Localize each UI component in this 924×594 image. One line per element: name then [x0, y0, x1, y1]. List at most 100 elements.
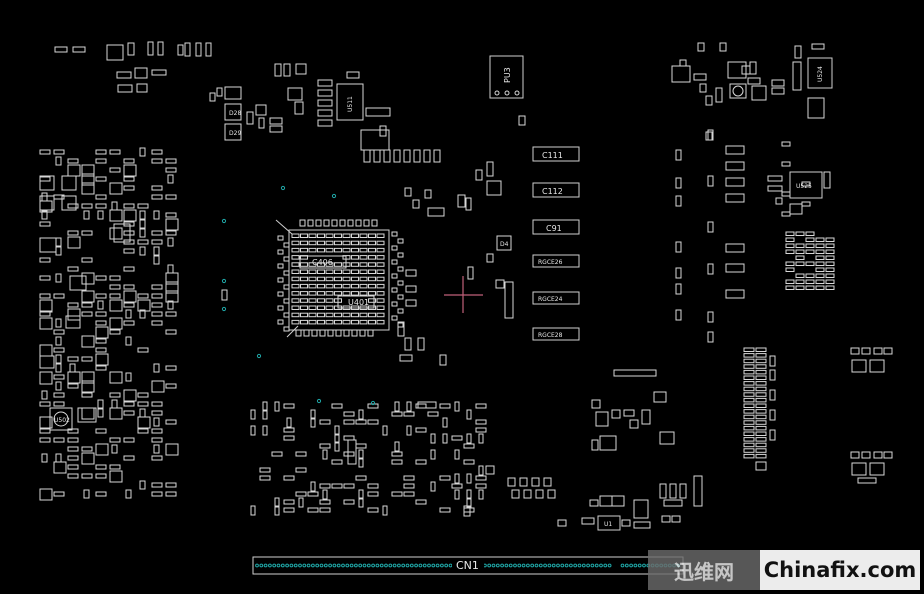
capacitor-pad: [286, 417, 292, 428]
resistor-pad: [815, 243, 825, 248]
resistor-pad: [769, 369, 776, 381]
bga-ball: [325, 312, 334, 318]
resistor-pad: [67, 428, 79, 434]
resistor-pad: [123, 320, 135, 326]
cn1-pin: [556, 563, 560, 568]
capacitor-pad: [334, 425, 340, 436]
array-pad: [743, 453, 755, 459]
resistor-pad: [151, 320, 163, 326]
resistor-pad: [707, 331, 714, 343]
capacitor-pad: [358, 449, 364, 460]
resistor-pad: [319, 483, 331, 489]
cn1-pin: [379, 563, 384, 568]
cn1-pin: [319, 563, 324, 568]
cn1-pin: [427, 563, 431, 568]
capacitor-pad: [334, 441, 340, 452]
resistor-pad: [53, 401, 65, 407]
resistor-pad: [355, 475, 367, 481]
array-pad: [755, 420, 767, 425]
cn1-pin: [607, 563, 612, 568]
cn1-pin-row: [255, 563, 681, 568]
bga-side-pad: [283, 270, 290, 276]
cn1-pin: [560, 563, 565, 568]
capacitor-pad: [382, 425, 388, 436]
resistor-pad: [475, 427, 487, 433]
resistor-pad: [391, 459, 403, 465]
ic-u1-region: U1: [463, 369, 703, 531]
capacitor-pad: [725, 263, 745, 273]
bga-ball: [291, 291, 300, 296]
watermark-site-text: Chinafix.com: [760, 550, 920, 590]
resistor-pad: [95, 320, 107, 326]
array-pad: [755, 386, 767, 392]
capacitor-pad: [466, 497, 472, 508]
bga-ball: [351, 283, 359, 289]
cn1-pin: [508, 563, 513, 568]
resistor-pad: [801, 201, 811, 207]
capacitor-pad: [111, 201, 118, 211]
bga-ball: [291, 283, 300, 289]
resistor-pad: [95, 365, 107, 371]
bga-top-pad: [323, 219, 330, 227]
capacitor-pad: [358, 489, 364, 500]
cn1-pin: [401, 563, 406, 568]
capacitor-pad: [454, 473, 460, 484]
capacitor-pad: [394, 441, 400, 452]
ic-pad: [39, 416, 53, 429]
cn1-pin: [375, 563, 380, 568]
ic-pad: [95, 443, 109, 456]
capacitor-pad: [250, 505, 256, 516]
resistor-pad: [415, 427, 427, 433]
capacitor-pad: [139, 480, 146, 490]
resistor-pad: [825, 267, 835, 272]
bga-ball: [300, 305, 308, 310]
resistor-pad: [675, 177, 682, 189]
ic-pad: [109, 299, 123, 312]
resistor-pad: [795, 279, 805, 284]
bga-side-pad: [397, 266, 404, 272]
bga-ball: [342, 269, 351, 274]
bga-ball: [317, 276, 325, 282]
bga-large-pad: [337, 295, 375, 309]
cn1-pin: [504, 563, 509, 568]
bga-ball: [300, 262, 308, 267]
bga-ball: [300, 247, 308, 253]
resistor-pad: [123, 437, 135, 443]
resistor-pad: [403, 491, 415, 497]
resistor-pad: [109, 392, 121, 398]
resistor-pad: [151, 185, 163, 191]
ic-pad: [109, 227, 123, 240]
bga-ball: [359, 269, 368, 274]
resistor-pad: [151, 158, 163, 164]
cn1-pin: [444, 563, 449, 568]
resistor-pad: [67, 455, 79, 461]
resistor-pad: [391, 451, 403, 457]
bga-ball: [376, 255, 385, 260]
resistor-pad: [165, 419, 177, 425]
ic-pad: [67, 164, 81, 177]
ic-pad: [151, 380, 165, 393]
resistor-pad: [259, 467, 271, 473]
bga-top-pad: [347, 219, 354, 227]
ic-pad: [81, 452, 95, 465]
capacitor-column: C111 C112 C91 RGCE26 RGCE24 RGCE28: [532, 146, 580, 341]
bga-ball: [359, 276, 368, 282]
resistor-pad: [81, 392, 93, 398]
bga-side-pad: [391, 245, 398, 251]
cn1-pin: [263, 563, 268, 568]
resistor-pad: [675, 149, 682, 161]
bga-bottom-pad: [343, 329, 350, 337]
bga-ball: [325, 269, 334, 274]
array-pad: [755, 409, 767, 414]
capacitor-pad: [55, 318, 62, 328]
cn1-pin: [487, 563, 492, 568]
array-pad: [743, 414, 755, 420]
resistor-pad: [825, 285, 835, 290]
resistor-pad: [319, 507, 331, 513]
bga-ball: [368, 312, 376, 318]
bga-ball: [308, 247, 317, 253]
resistor-pad: [123, 185, 135, 191]
resistor-pad: [53, 293, 65, 299]
bga-ball: [317, 247, 325, 253]
resistor-pad: [343, 451, 355, 457]
